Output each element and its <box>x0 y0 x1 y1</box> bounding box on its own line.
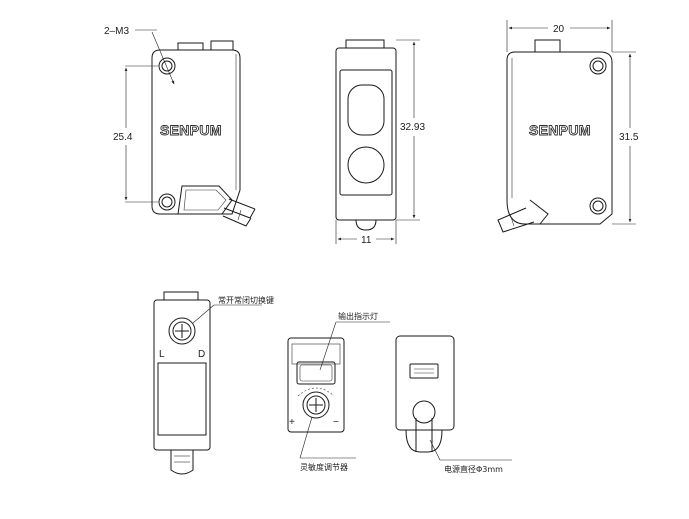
sensitivity-minus: − <box>333 417 339 428</box>
side-cable-stub <box>355 219 377 231</box>
back-hole-bottom <box>589 197 607 215</box>
bottom-slot <box>409 363 439 379</box>
label-sensitivity-adjuster: 灵敏度调节器 <box>300 462 348 472</box>
label-cable: 电源直径Φ3mm <box>444 464 503 474</box>
mode-switch-dial <box>168 317 196 345</box>
bottom-cable-gland <box>412 400 436 424</box>
indicator-window <box>296 361 336 385</box>
label-output-indicator: 输出指示灯 <box>338 311 378 321</box>
bottom-body-outline <box>395 335 455 431</box>
mount-hole-top <box>158 57 176 75</box>
bottom-cable-boot <box>405 429 443 453</box>
front-connector-window <box>177 185 233 215</box>
back-view: SENPUM 20 31.5 <box>497 20 639 233</box>
brand-logo-front: SENPUM <box>160 122 222 138</box>
front-top-tab <box>177 42 204 50</box>
top-cable-stub <box>170 450 194 475</box>
dim-hole-spec: 2–M3 <box>104 26 129 37</box>
control-panel-view: + − 输出指示灯 灵敏度调节器 <box>287 311 390 472</box>
side-view: 32.93 11 <box>335 39 425 246</box>
top-view: L D 常开常闭切换键 <box>153 291 274 475</box>
side-lens-lower <box>347 146 385 184</box>
top-tab <box>163 291 199 300</box>
front-body-outline <box>151 49 241 215</box>
dim-back-height: 31.5 <box>619 132 639 143</box>
side-lens-frame <box>339 69 393 196</box>
dim-side-width: 11 <box>361 235 372 246</box>
dim-back-width: 20 <box>553 24 565 35</box>
back-hole-top <box>589 57 607 75</box>
label-mode-switch: 常开常闭切换键 <box>218 295 274 305</box>
side-lens-upper <box>347 84 385 136</box>
back-cable <box>497 199 549 233</box>
mode-label-L: L <box>159 349 165 360</box>
side-body-outline <box>335 47 397 221</box>
dim-hole-spacing: 25.4 <box>113 132 133 143</box>
brand-logo-back: SENPUM <box>529 122 591 138</box>
bottom-view: 电源直径Φ3mm <box>395 335 512 474</box>
sensitivity-plus: + <box>289 417 295 428</box>
back-body-outline <box>506 51 613 225</box>
top-body-outline <box>153 299 211 451</box>
mode-label-D: D <box>198 349 205 360</box>
front-view: SENPUM 25.4 2–M3 <box>104 26 256 227</box>
front-top-tab-2 <box>210 40 234 50</box>
sensitivity-dial <box>302 391 330 419</box>
mount-hole-bottom <box>158 193 176 211</box>
back-top-tab <box>534 39 561 52</box>
front-cable <box>223 198 256 219</box>
panel-body-outline <box>287 337 345 433</box>
side-top-tab <box>345 39 385 48</box>
top-window <box>157 362 207 436</box>
dim-side-height: 32.93 <box>400 122 425 133</box>
